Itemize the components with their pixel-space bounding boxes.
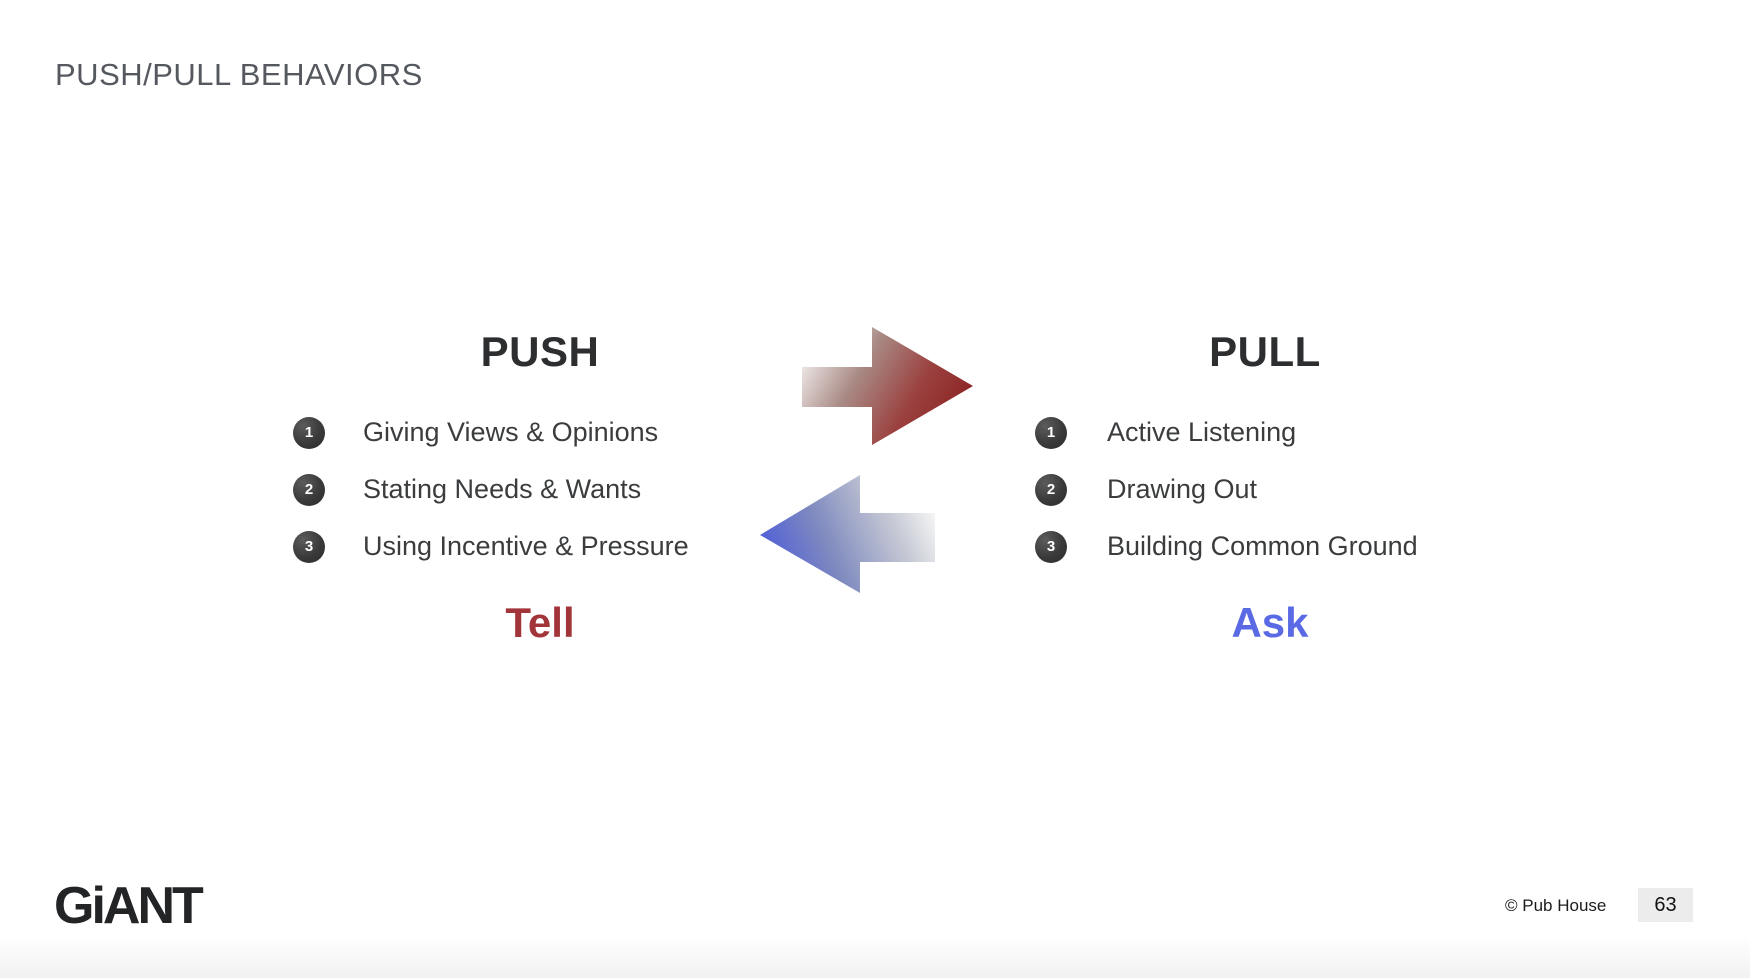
pull-item-1: 1 Active Listening [1035,404,1418,461]
push-item-label: Giving Views & Opinions [363,417,659,447]
push-item-2: 2 Stating Needs & Wants [293,461,689,518]
copyright-text: © Pub House [1505,896,1607,915]
push-behavior-list: 1 Giving Views & Opinions 2 Stating Need… [293,404,689,575]
pull-item-label: Building Common Ground [1107,531,1418,561]
push-item-1: 1 Giving Views & Opinions [293,404,689,461]
push-keyword-tell: Tell [505,599,575,646]
number-badge-1: 1 [1035,416,1067,449]
push-heading: PUSH [480,328,600,375]
pull-item-2: 2 Drawing Out [1035,461,1418,518]
number-badge-2: 2 [1035,473,1067,506]
pull-keyword-ask: Ask [1231,599,1309,646]
number-badge-2: 2 [293,473,325,506]
pull-arrow-icon [760,475,935,598]
number-badge-1: 1 [293,416,325,449]
push-item-3: 3 Using Incentive & Pressure [293,518,689,575]
number-badge-3: 3 [293,530,325,563]
push-arrow-icon [802,327,973,450]
number-badge-3: 3 [1035,530,1067,563]
pull-item-label: Active Listening [1107,417,1297,447]
pull-item-3: 3 Building Common Ground [1035,518,1418,575]
push-item-label: Using Incentive & Pressure [363,531,689,561]
pull-item-label: Drawing Out [1107,474,1258,504]
pull-heading: PULL [1209,328,1321,375]
page-number: 63 [1638,888,1693,922]
pull-behavior-list: 1 Active Listening 2 Drawing Out 3 Build… [1035,404,1418,575]
slide-title: PUSH/PULL BEHAVIORS [55,57,423,92]
push-item-label: Stating Needs & Wants [363,474,642,504]
giant-logo: GiANT [54,877,204,935]
